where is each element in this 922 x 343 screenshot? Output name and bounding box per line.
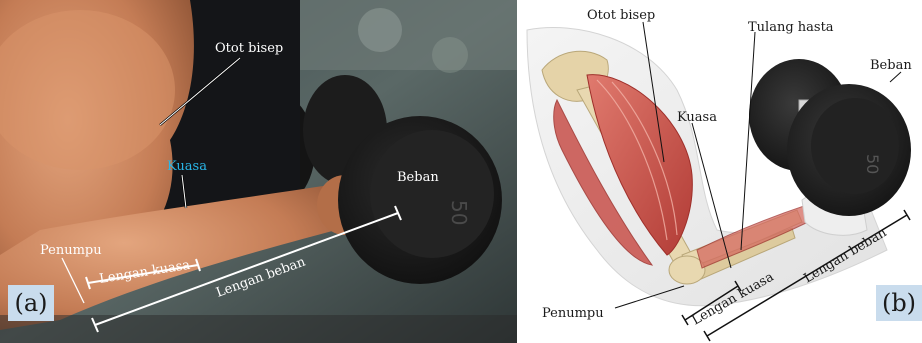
tulang-hasta-pointer-line xyxy=(741,32,755,250)
figure-b-drawing: 50 Otot bisep Tulang hasta Beban Kuasa P… xyxy=(517,0,922,343)
beban-pointer-line xyxy=(890,72,901,82)
label-tulang-hasta: Tulang hasta xyxy=(748,20,834,35)
dumbbell-weight-mark: 50 xyxy=(447,200,471,225)
dumbbell-weight-mark: 50 xyxy=(863,154,882,174)
label-beban: Beban xyxy=(870,58,912,73)
label-beban: Beban xyxy=(397,170,439,185)
figure-a-tag: (a) xyxy=(8,285,54,321)
figure-a-illustration: 50 Otot bisep Kuasa Beban Penumpu Lengan… xyxy=(0,0,517,343)
label-kuasa: Kuasa xyxy=(677,110,717,125)
label-otot-bisep: Otot bisep xyxy=(587,8,655,23)
label-otot-bisep: Otot bisep xyxy=(215,41,283,56)
figure-b-tag: (b) xyxy=(876,285,922,321)
label-penumpu: Penumpu xyxy=(40,243,102,258)
label-kuasa: Kuasa xyxy=(167,159,207,174)
label-penumpu: Penumpu xyxy=(542,306,604,321)
figure-b-illustration: 50 Otot bisep Tulang hasta Beban Kuasa P… xyxy=(517,0,922,343)
figure-a-photo: 50 Otot bisep Kuasa Beban Penumpu Lengan… xyxy=(0,0,517,343)
